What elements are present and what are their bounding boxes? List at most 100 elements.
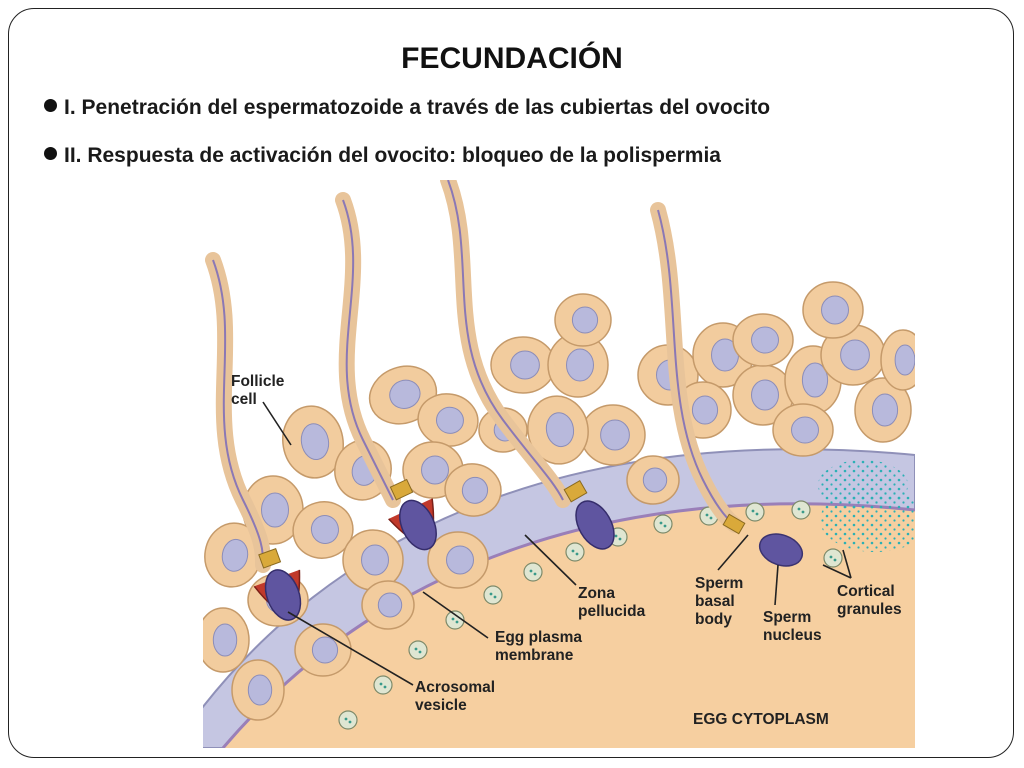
follicle-cell <box>342 529 404 591</box>
granule-dot <box>451 617 455 621</box>
granule-dot <box>414 647 418 651</box>
granule-body <box>791 500 811 520</box>
follicle-cell <box>294 623 352 677</box>
sperm-basal-body <box>563 479 588 503</box>
bullet-text: II. Respuesta de activación del ovocito:… <box>64 144 721 167</box>
bullet-dot-icon <box>44 99 57 112</box>
sperm-head <box>388 478 437 551</box>
granule-dot <box>618 537 622 541</box>
granule-body <box>745 502 765 522</box>
follicle-cell <box>203 607 250 673</box>
follicle-cell-nucleus <box>545 412 575 448</box>
follicle-cell-nucleus <box>377 592 403 618</box>
follicle-cell-nucleus <box>510 350 540 380</box>
granule-dot <box>344 717 348 721</box>
granule-dot <box>571 549 575 553</box>
follicle-cell-nucleus <box>421 455 449 485</box>
follicle-cell <box>427 531 489 589</box>
granule-dot <box>489 592 493 596</box>
granule-dot <box>614 534 618 538</box>
granule-dot <box>833 558 837 562</box>
follicle-cell-nucleus <box>801 362 829 398</box>
granule-body <box>565 542 585 562</box>
follicle-cell <box>292 501 354 559</box>
cortical-granule <box>338 710 358 730</box>
granule-dot <box>755 512 759 516</box>
bullet-text: I. Penetración del espermatozoide a trav… <box>64 96 771 119</box>
cortical-granule <box>483 585 503 605</box>
follicle-cell-nucleus <box>751 326 779 354</box>
follicle-cell <box>732 313 794 367</box>
follicle-cell-nucleus <box>446 545 474 575</box>
cortical-granule <box>745 502 765 522</box>
follicle-cell-nucleus <box>247 674 273 706</box>
sperm <box>440 180 615 550</box>
follicle-cell-nucleus <box>300 423 330 461</box>
follicle-cell-nucleus <box>791 416 819 444</box>
follicle-cell <box>772 403 834 457</box>
follicle-cell <box>231 659 285 721</box>
granule-dot <box>348 720 352 724</box>
follicle-cell <box>554 293 612 347</box>
follicle-cell <box>361 580 415 630</box>
sperm-tail <box>205 252 271 573</box>
follicle-cell <box>732 364 794 426</box>
sperm-head <box>563 479 615 550</box>
leader-line <box>422 591 489 639</box>
leader-line <box>262 401 292 446</box>
follicle-cell-nucleus <box>221 538 249 572</box>
granule-body <box>338 710 358 730</box>
sperm-basal-body <box>389 478 414 501</box>
granule-body <box>523 562 543 582</box>
leader-line <box>822 549 852 579</box>
follicle-cell <box>880 329 915 391</box>
sperm-cells <box>205 180 746 621</box>
egg-plasma-membrane <box>221 502 915 748</box>
cortical-granule <box>565 542 585 562</box>
follicle-cell-nucleus <box>642 467 668 493</box>
follicle-cell-nucleus <box>821 295 849 325</box>
bullet-dot-icon <box>44 147 57 160</box>
sperm-axoneme <box>212 259 264 566</box>
granule-dot <box>418 650 422 654</box>
granule-dot <box>709 516 713 520</box>
cortical-granule <box>653 514 673 534</box>
follicle-cell <box>282 405 344 479</box>
sperm-axoneme <box>342 199 394 501</box>
granule-dot <box>797 507 801 511</box>
granule-body <box>373 675 393 695</box>
granule-body <box>823 548 843 568</box>
follicle-cell-nucleus <box>310 515 339 544</box>
sperm-axoneme <box>447 180 564 501</box>
sperm-nucleus-in-egg <box>758 533 804 567</box>
follicle-cell-nucleus <box>600 419 630 451</box>
leader-line <box>717 534 749 571</box>
follicle-cell <box>854 377 912 443</box>
granule-dot <box>533 572 537 576</box>
follicle-cell <box>527 395 589 465</box>
granule-dot <box>383 685 387 689</box>
leader-line <box>524 534 577 586</box>
follicle-cell-nucleus <box>871 393 899 427</box>
sperm-nucleus <box>575 500 615 550</box>
cortical-granule <box>408 640 428 660</box>
bullet-item: II. Respuesta de activación del ovocito:… <box>44 143 770 191</box>
leader-line <box>287 611 414 686</box>
cortical-granule-release <box>818 460 908 510</box>
granule-dot <box>751 509 755 513</box>
cortical-granule <box>373 675 393 695</box>
follicle-cell <box>580 404 646 466</box>
follicle-cell-nucleus <box>691 395 719 425</box>
granule-body <box>408 640 428 660</box>
follicle-cell <box>204 522 262 588</box>
sperm-basal-body <box>722 513 746 535</box>
follicle-cell-nucleus <box>751 379 779 411</box>
cortical-granule <box>823 548 843 568</box>
